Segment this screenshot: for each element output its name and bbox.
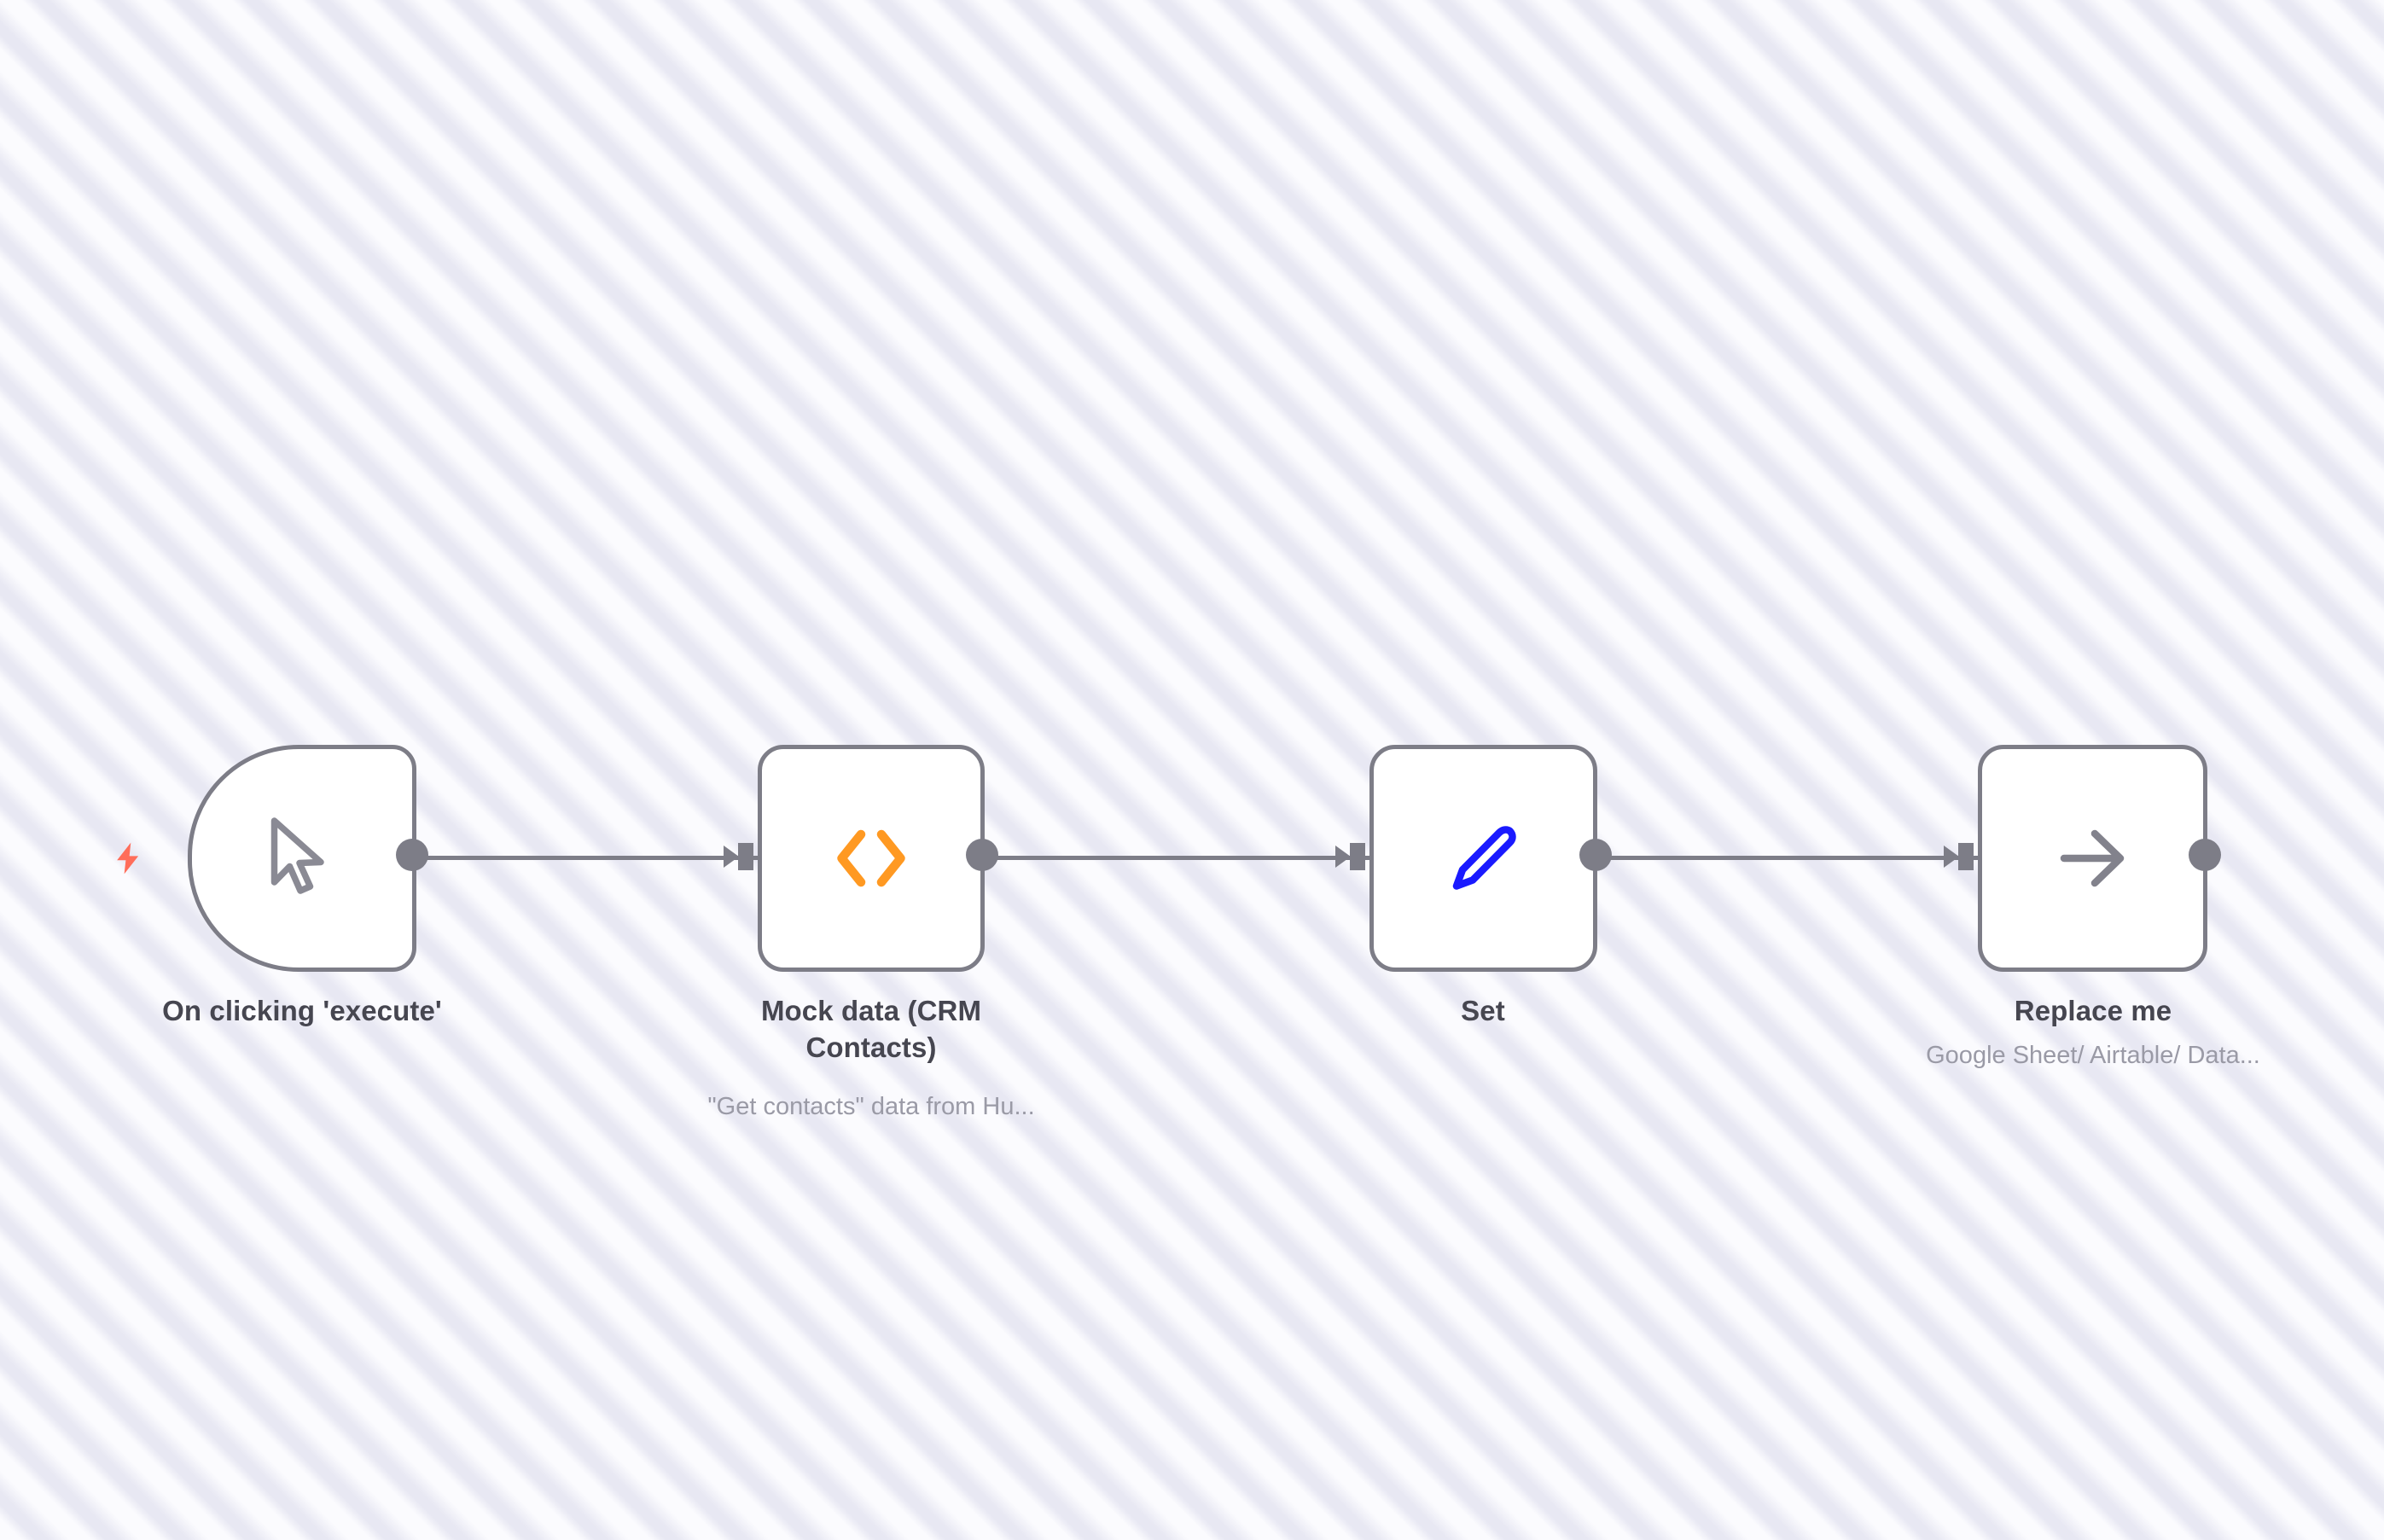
connection-code-to-set[interactable] [981, 856, 1369, 860]
connection-trigger-to-code[interactable] [412, 856, 759, 860]
node-set-box[interactable] [1369, 745, 1597, 972]
node-subtitle-mock-data-code: "Get contacts" data from Hu... [707, 1093, 1035, 1120]
node-replace-me-box[interactable] [1978, 745, 2207, 972]
output-connector-manual-trigger[interactable] [396, 839, 428, 871]
pen-icon [1452, 826, 1516, 890]
code-brackets-icon [837, 829, 905, 887]
arrow-right-icon [2060, 829, 2124, 887]
input-arrow-icon [1944, 843, 1974, 870]
node-title-manual-trigger: On clicking 'execute' [162, 995, 442, 1026]
input-arrow-icon [1335, 843, 1365, 870]
input-connector-set[interactable] [1334, 837, 1371, 876]
mouse-pointer-icon [270, 817, 324, 894]
node-title-mock-data-code: Mock data (CRM Contacts) [760, 995, 982, 1063]
node-title-set: Set [1461, 995, 1505, 1026]
output-connector-set[interactable] [1579, 839, 1612, 871]
output-connector-replace-me[interactable] [2189, 839, 2221, 871]
input-arrow-icon [724, 843, 753, 870]
node-mock-data-code-box[interactable] [758, 745, 985, 972]
node-title-replace-me: Replace me [2014, 995, 2172, 1026]
connection-set-to-replaceme[interactable] [1597, 856, 1978, 860]
input-connector-mock-data-code[interactable] [722, 837, 759, 876]
input-connector-replace-me[interactable] [1942, 837, 1980, 876]
lightning-bolt-icon [109, 834, 147, 882]
output-connector-mock-data-code[interactable] [966, 839, 998, 871]
node-manual-trigger-box[interactable] [188, 745, 416, 972]
node-subtitle-replace-me: Google Sheet/ Airtable/ Data... [1926, 1042, 2260, 1069]
lightning-bolt-glyph [117, 842, 139, 875]
